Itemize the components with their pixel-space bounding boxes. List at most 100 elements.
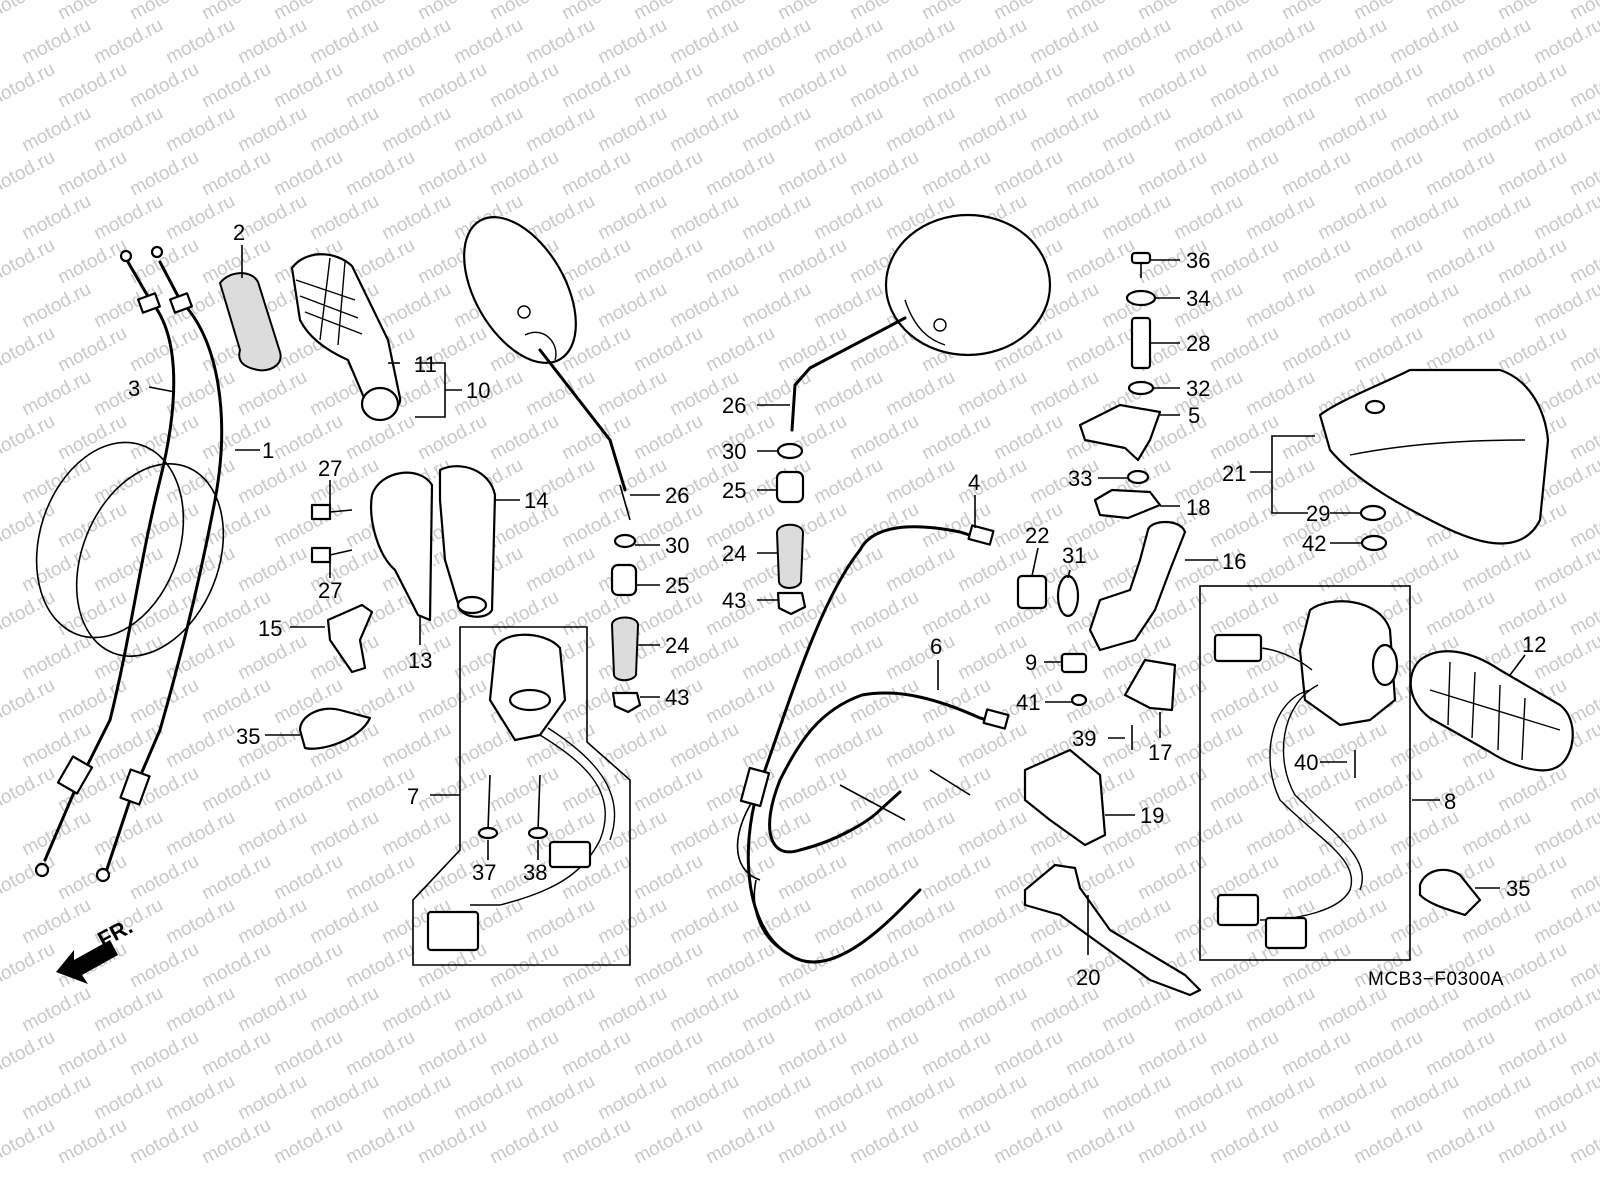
callout-14: 14 [524, 488, 548, 513]
watermark-text: motod.ru [1458, 279, 1534, 333]
watermark-text: motod.ru [1098, 1071, 1174, 1125]
watermark-text: motod.ru [1278, 147, 1354, 201]
part-17-holder [1123, 658, 1177, 712]
watermark-text: motod.ru [810, 455, 886, 509]
watermark-text: motod.ru [90, 103, 166, 157]
watermark-text: motod.ru [162, 15, 238, 69]
watermark-text: motod.ru [414, 0, 490, 24]
watermark-text: motod.ru [1422, 587, 1498, 641]
watermark-text: motod.ru [918, 499, 994, 553]
callout-16: 16 [1222, 549, 1246, 574]
watermark-text: motod.ru [738, 191, 814, 245]
watermark-text: motod.ru [306, 807, 382, 861]
watermark-text: motod.ru [1206, 675, 1282, 729]
watermark-text: motod.ru [18, 455, 94, 509]
watermark-text: motod.ru [378, 15, 454, 69]
watermark-text: motod.ru [1458, 15, 1534, 69]
watermark-text: motod.ru [1566, 1115, 1600, 1169]
watermark-text: motod.ru [1386, 191, 1462, 245]
watermark-text: motod.ru [666, 279, 742, 333]
part-12-grip [1409, 650, 1574, 772]
watermark-text: motod.ru [18, 983, 94, 1037]
watermark-text: motod.ru [594, 1071, 670, 1125]
watermark-text: motod.ru [1494, 763, 1570, 817]
watermark-text: motod.ru [630, 147, 706, 201]
watermark-text: motod.ru [594, 191, 670, 245]
watermark-text: motod.ru [234, 191, 310, 245]
watermark-text: motod.ru [1170, 719, 1246, 773]
watermark-text: motod.ru [1026, 983, 1102, 1037]
watermark-text: motod.ru [810, 631, 886, 685]
watermark-text: motod.ru [1314, 719, 1390, 773]
watermark-text: motod.ru [1062, 1115, 1138, 1169]
watermark-text: motod.ru [558, 235, 634, 289]
callout-43b: 43 [722, 588, 746, 613]
watermark-text: motod.ru [1062, 59, 1138, 113]
watermark-text: motod.ru [702, 763, 778, 817]
watermark-text: motod.ru [882, 983, 958, 1037]
diagram-code: MCB3−F0300A [1368, 969, 1504, 990]
callout-17: 17 [1148, 740, 1172, 765]
watermark-text: motod.ru [1314, 983, 1390, 1037]
watermark-text: motod.ru [270, 499, 346, 553]
watermark-text: motod.ru [1494, 59, 1570, 113]
watermark-text: motod.ru [1458, 543, 1534, 597]
watermark-text: motod.ru [54, 851, 130, 905]
watermark-text: motod.ru [1350, 323, 1426, 377]
watermark-text: motod.ru [414, 1115, 490, 1169]
watermark-text: motod.ru [1062, 147, 1138, 201]
watermark-text: motod.ru [1530, 191, 1600, 245]
watermark-text: motod.ru [18, 543, 94, 597]
callout-42: 42 [1302, 531, 1326, 556]
watermark-text: motod.ru [882, 719, 958, 773]
watermark-text: motod.ru [810, 1071, 886, 1125]
watermark-text: motod.ru [1422, 1115, 1498, 1169]
watermark-text: motod.ru [774, 235, 850, 289]
watermark-text: motod.ru [666, 191, 742, 245]
watermark-text: motod.ru [630, 235, 706, 289]
watermark-text: motod.ru [378, 1071, 454, 1125]
watermark-text: motod.ru [1314, 895, 1390, 949]
watermark-text: motod.ru [882, 455, 958, 509]
watermark-text: motod.ru [90, 191, 166, 245]
watermark-text: motod.ru [126, 499, 202, 553]
watermark-text: motod.ru [1422, 1027, 1498, 1081]
watermark-text: motod.ru [882, 103, 958, 157]
watermark-text: motod.ru [666, 807, 742, 861]
watermark-text: motod.ru [630, 0, 706, 24]
watermark-text: motod.ru [1242, 15, 1318, 69]
watermark-text: motod.ru [630, 411, 706, 465]
watermark-text: motod.ru [378, 103, 454, 157]
watermark-text: motod.ru [738, 103, 814, 157]
watermark-text: motod.ru [882, 895, 958, 949]
watermark-text: motod.ru [846, 1027, 922, 1081]
watermark-text: motod.ru [522, 103, 598, 157]
watermark-text: motod.ru [414, 763, 490, 817]
watermark-text: motod.ru [594, 983, 670, 1037]
watermark-text: motod.ru [954, 455, 1030, 509]
part-42-nut [1360, 534, 1388, 552]
watermark-text: motod.ru [198, 675, 274, 729]
watermark-text: motod.ru [558, 763, 634, 817]
callout-labels: 2 3 1 11 10 27 14 27 15 13 35 26 30 25 2… [128, 220, 1546, 990]
callout-35a: 35 [236, 724, 260, 749]
watermark-text: motod.ru [522, 15, 598, 69]
watermark-text: motod.ru [630, 763, 706, 817]
callout-7: 7 [407, 784, 419, 809]
watermark-text: motod.ru [234, 367, 310, 421]
watermark-text: motod.ru [1386, 983, 1462, 1037]
watermark-text: motod.ru [1422, 323, 1498, 377]
watermark-text: motod.ru [630, 1027, 706, 1081]
watermark-text: motod.ru [666, 1071, 742, 1125]
watermark-text: motod.ru [18, 367, 94, 421]
watermark-text: motod.ru [162, 191, 238, 245]
right-mirror-adapter-stack [775, 442, 807, 616]
watermark-text: motod.ru [810, 543, 886, 597]
callout-8: 8 [1444, 789, 1456, 814]
watermark-text: motod.ru [558, 0, 634, 24]
watermark-text: motod.ru [1386, 279, 1462, 333]
watermark-text: motod.ru [954, 895, 1030, 949]
watermark-text: motod.ru [738, 1071, 814, 1125]
watermark-text: motod.ru [1314, 103, 1390, 157]
watermark-text: motod.ru [234, 895, 310, 949]
